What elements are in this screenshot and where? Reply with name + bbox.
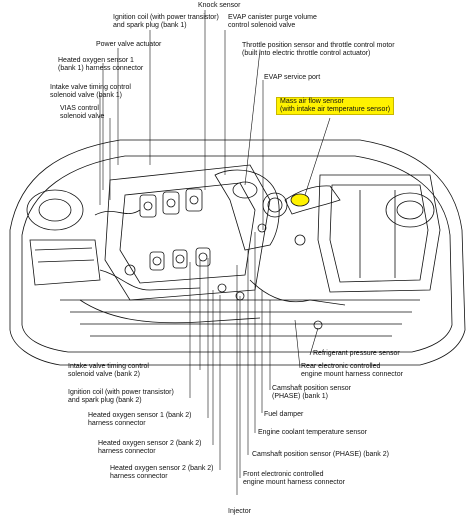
label-refrigerant-pressure-sensor: Refrigerant pressure sensor [313,350,400,357]
label-vias-control: VIAS control solenoid valve [60,105,105,120]
label-rear-engine-mount: Rear electronic controlled engine mount … [301,363,403,378]
label-heated-o2-sensor2-bank2-b: Heated oxygen sensor 2 (bank 2) harness … [110,465,214,480]
label-intake-valve-timing-bank1: Intake valve timing control solenoid val… [50,84,131,99]
label-evap-canister-purge: EVAP canister purge volume control solen… [228,14,317,29]
label-heated-o2-sensor1-bank1: Heated oxygen sensor 1 (bank 1) harness … [58,57,144,72]
label-camshaft-bank2: Camshaft position sensor (PHASE) (bank 2… [252,451,389,458]
label-knock-sensor: Knock sensor [198,2,241,9]
label-mass-air-flow-sensor: Mass air flow sensor (with intake air te… [276,97,395,115]
label-evap-service-port: EVAP service port [264,74,321,81]
label-intake-valve-timing-bank2: Intake valve timing control solenoid val… [68,363,149,378]
label-ignition-coil-bank2: Ignition coil (with power transistor) an… [68,389,174,404]
label-engine-coolant-temp: Engine coolant temperature sensor [258,429,367,436]
label-camshaft-bank1: Camshaft position sensor (PHASE) (bank 1… [272,385,351,400]
label-throttle-position-sensor: Throttle position sensor and throttle co… [242,42,395,57]
label-heated-o2-sensor2-bank2-a: Heated oxygen sensor 2 (bank 2) harness … [98,440,202,455]
label-injector: Injector [228,508,251,515]
label-fuel-damper: Fuel damper [264,411,304,418]
label-heated-o2-sensor1-bank2: Heated oxygen sensor 1 (bank 2) harness … [88,412,192,427]
label-ignition-coil-bank1: Ignition coil (with power transistor) an… [113,14,219,29]
label-front-engine-mount: Front electronic controlled engine mount… [243,471,345,486]
label-power-valve-actuator: Power valve actuator [96,41,162,48]
